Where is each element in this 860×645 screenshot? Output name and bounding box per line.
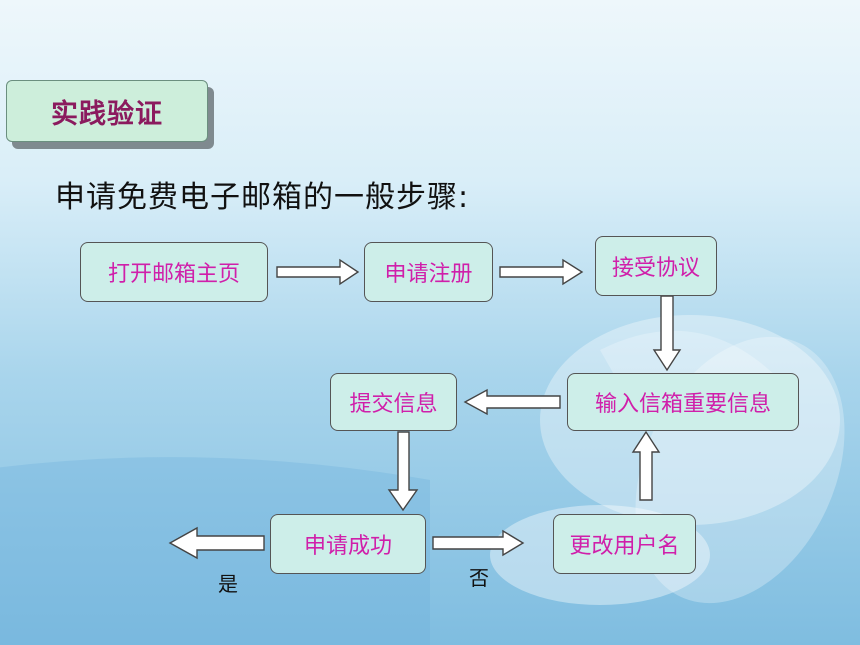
arrow-open-to-register — [276, 258, 360, 286]
node-change-username: 更改用户名 — [553, 514, 696, 574]
node-open-homepage: 打开邮箱主页 — [80, 242, 268, 302]
arrow-success-no — [432, 529, 525, 557]
node-apply-success: 申请成功 — [270, 514, 426, 574]
edge-label-no: 否 — [469, 566, 489, 590]
node-submit-info: 提交信息 — [330, 373, 457, 431]
node-apply-register: 申请注册 — [364, 242, 493, 302]
node-accept-agreement: 接受协议 — [595, 236, 717, 296]
arrow-register-to-agreement — [499, 258, 584, 286]
arrow-submit-to-success — [387, 431, 419, 512]
diagram-subtitle: 申请免费电子邮箱的一般步骤: — [55, 180, 470, 215]
node-enter-info: 输入信箱重要信息 — [567, 373, 799, 431]
arrow-agreement-to-enterinfo — [652, 295, 682, 372]
arrow-enterinfo-to-submit — [463, 388, 561, 416]
arrow-success-yes — [168, 526, 265, 560]
arrow-change-to-enterinfo — [631, 430, 661, 501]
section-title: 实践验证 — [6, 80, 208, 142]
edge-label-yes: 是 — [218, 572, 238, 596]
